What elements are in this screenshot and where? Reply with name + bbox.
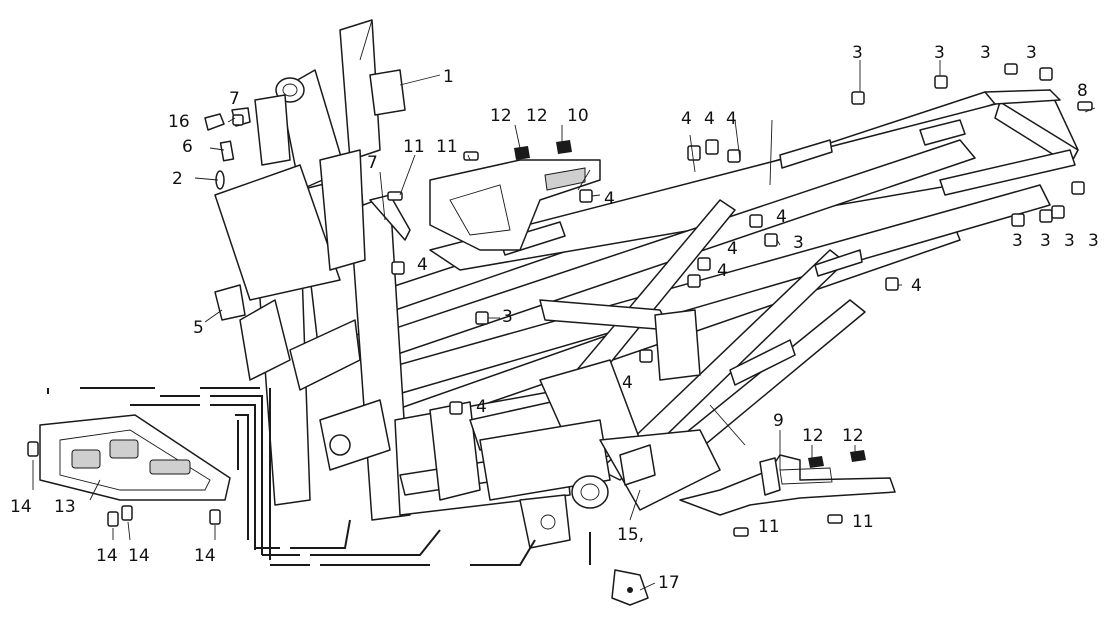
label-4: 4 xyxy=(417,255,428,275)
label-3: 3 xyxy=(1064,231,1075,251)
label-3: 3 xyxy=(852,43,863,63)
phantom-lines xyxy=(47,387,591,566)
label-16: 16 xyxy=(168,112,190,132)
label-11: 11 xyxy=(852,512,874,532)
label-12: 12 xyxy=(526,106,548,126)
label-3: 3 xyxy=(1040,231,1051,251)
label-7: 7 xyxy=(367,153,378,173)
skid-plate-13 xyxy=(39,414,231,501)
label-3: 3 xyxy=(793,233,804,253)
label-14: 14 xyxy=(10,497,32,517)
label-3: 3 xyxy=(980,43,991,63)
label-4: 4 xyxy=(704,109,715,129)
label-6: 6 xyxy=(182,137,193,157)
callout-labels: 1 2 3 3 3 3 3 3 3 3 3 3 4 4 4 4 4 4 4 4 … xyxy=(10,43,1099,593)
main-frame xyxy=(351,89,1079,483)
label-11: 11 xyxy=(436,137,458,157)
label-4: 4 xyxy=(727,239,738,259)
label-10: 10 xyxy=(567,106,589,126)
label-11: 11 xyxy=(758,517,780,537)
label-5: 5 xyxy=(193,318,204,338)
label-17: 17 xyxy=(658,573,680,593)
fasteners xyxy=(27,63,1093,537)
label-12: 12 xyxy=(490,106,512,126)
lower-cradle xyxy=(394,359,721,549)
bracket-17 xyxy=(611,569,649,606)
label-4: 4 xyxy=(726,109,737,129)
label-15: 15, xyxy=(617,525,644,545)
label-14: 14 xyxy=(96,546,118,566)
label-1: 1 xyxy=(443,67,454,87)
label-4: 4 xyxy=(622,373,633,393)
label-4: 4 xyxy=(476,397,487,417)
label-3: 3 xyxy=(1012,231,1023,251)
label-13: 13 xyxy=(54,497,76,517)
label-12: 12 xyxy=(802,426,824,446)
steering-head xyxy=(214,19,411,521)
label-14: 14 xyxy=(194,546,216,566)
label-4: 4 xyxy=(776,207,787,227)
bracket-plate-10 xyxy=(429,159,601,251)
label-3: 3 xyxy=(934,43,945,63)
leader-lines xyxy=(32,19,1096,591)
label-11: 11 xyxy=(403,137,425,157)
label-4: 4 xyxy=(911,276,922,296)
label-2: 2 xyxy=(172,169,183,189)
label-3: 3 xyxy=(502,307,513,327)
label-4: 4 xyxy=(681,109,692,129)
label-12: 12 xyxy=(842,426,864,446)
label-4: 4 xyxy=(604,189,615,209)
label-3: 3 xyxy=(1026,43,1037,63)
footrest-bracket-9 xyxy=(679,454,896,516)
label-4: 4 xyxy=(717,261,728,281)
label-9: 9 xyxy=(773,411,784,431)
label-7: 7 xyxy=(229,89,240,109)
label-14: 14 xyxy=(128,546,150,566)
label-3: 3 xyxy=(1088,231,1099,251)
label-8: 8 xyxy=(1077,81,1088,101)
